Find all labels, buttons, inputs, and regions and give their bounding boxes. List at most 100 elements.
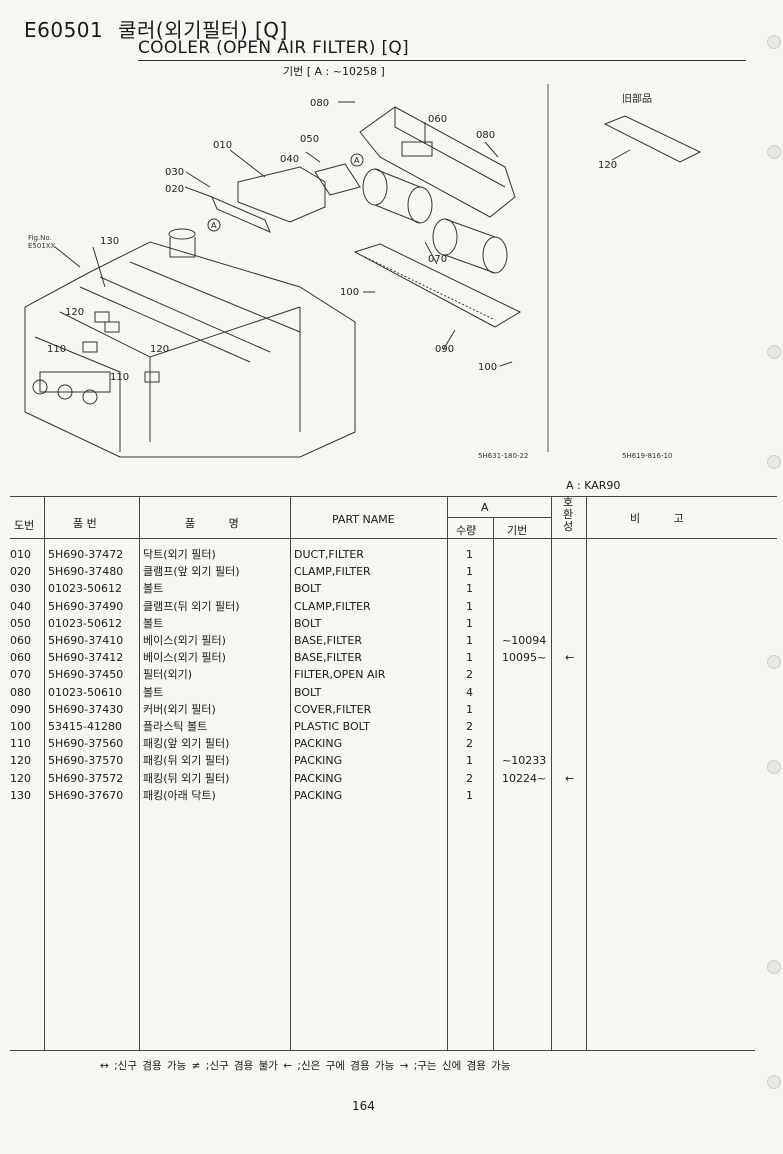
group-a-rule: [447, 517, 551, 518]
row-name-ko: 필터(외기): [143, 668, 193, 682]
row-part-name: COVER,FILTER: [294, 702, 372, 716]
punch-hole: [767, 345, 781, 359]
row-compat: [552, 684, 587, 701]
row-qty: 2: [466, 720, 473, 734]
row-serial: [494, 580, 552, 597]
callout-040: 040: [280, 154, 299, 165]
row-remarks: [587, 787, 777, 804]
row-part-number: 53415-41280: [48, 720, 122, 734]
callout-090: 090: [435, 344, 454, 355]
row-serial: [494, 598, 552, 615]
row-serial: [494, 701, 552, 718]
header-no: 도번: [14, 519, 35, 532]
row-serial: [494, 615, 552, 632]
header-group-a: A: [481, 501, 489, 514]
row-part-number: 5H690-37670: [48, 788, 124, 802]
row-qty: 1: [466, 702, 473, 716]
row-no: 060: [10, 634, 31, 648]
row-serial: ~10094: [502, 634, 547, 648]
header-qty: 수량: [456, 524, 477, 537]
old-part-label: 旧部品: [622, 92, 652, 105]
row-qty: 1: [466, 634, 473, 648]
row-part-name: FILTER,OPEN AIR: [294, 668, 386, 682]
row-part-number: 5H690-37570: [48, 754, 124, 768]
callout-120-old: 120: [598, 160, 617, 171]
fig-ref-line1: Fig.No.: [28, 234, 52, 242]
marker-a: A: [354, 156, 360, 165]
row-no: 130: [10, 788, 31, 802]
callout-100: 100: [340, 287, 359, 298]
callout-020: 020: [165, 184, 184, 195]
col-divider: [290, 496, 291, 1050]
header-part-name: PART NAME: [332, 513, 395, 526]
row-serial: [494, 735, 552, 752]
callout-120: 120: [150, 344, 169, 355]
row-remarks: [587, 718, 777, 735]
row-compat: [552, 563, 587, 580]
row-remarks: [587, 580, 777, 597]
row-name-ko: 닥트(외기 필터): [143, 548, 216, 561]
row-name-ko: 패킹(아래 닥트): [143, 788, 216, 802]
row-remarks: [587, 649, 777, 666]
header-serial: 기번: [507, 524, 528, 537]
header-compat: 호환성: [563, 496, 574, 533]
row-no: 110: [10, 737, 31, 751]
punch-hole: [767, 455, 781, 469]
row-part-number: 5H690-37412: [48, 651, 124, 665]
row-compat: [552, 701, 587, 718]
table-top-rule: [10, 496, 777, 497]
row-qty: 1: [466, 616, 473, 630]
compatibility-legend: ↔ ;신구 겸용 가능 ≠ ;신구 겸용 불가 ← ;신은 구에 겸용 가능 →…: [100, 1060, 511, 1072]
row-serial: [494, 563, 552, 580]
table-bottom-rule: [10, 1050, 755, 1051]
row-part-number: 01023-50610: [48, 685, 122, 699]
row-serial: [494, 787, 552, 804]
row-compat: [552, 666, 587, 683]
row-part-name: PLASTIC BOLT: [294, 720, 371, 734]
row-remarks: [587, 666, 777, 683]
row-remarks: [587, 546, 777, 563]
row-qty: 1: [466, 651, 473, 665]
row-part-number: 01023-50612: [48, 616, 122, 630]
title-korean: 쿨러(외기필터) [Q]: [118, 18, 288, 42]
fig-ref-line2: E501XX: [28, 242, 56, 250]
row-qty: 1: [466, 565, 473, 579]
row-name-ko: 커버(외기 필터): [143, 702, 216, 716]
row-compat: [552, 580, 587, 597]
row-name-ko: 베이스(외기 필터): [143, 634, 226, 648]
col-divider: [586, 496, 587, 1050]
row-part-number: 5H690-37410: [48, 634, 124, 648]
header-part-no: 품 번: [73, 517, 97, 530]
row-name-ko: 볼트: [143, 616, 164, 630]
marker-a: A: [211, 221, 217, 230]
punch-hole: [767, 1075, 781, 1089]
callout-060: 060: [428, 114, 447, 125]
row-compat: [552, 546, 587, 563]
row-remarks: [587, 632, 777, 649]
punch-hole: [767, 145, 781, 159]
callout-110: 110: [47, 344, 66, 355]
table-header-rule: [10, 538, 777, 539]
row-qty: 2: [466, 771, 473, 785]
title-rule: [138, 60, 746, 61]
punch-hole: [767, 760, 781, 774]
col-divider: [551, 496, 552, 1050]
header-name-ko: 품 명: [185, 517, 239, 530]
row-name-ko: 볼트: [143, 685, 164, 699]
row-qty: 1: [466, 599, 473, 613]
callout-130: 130: [100, 236, 119, 247]
callout-070: 070: [428, 254, 447, 265]
row-part-number: 5H690-37490: [48, 599, 124, 613]
row-serial: [494, 546, 552, 563]
row-name-ko: 패킹(뒤 외기 필터): [143, 754, 230, 768]
